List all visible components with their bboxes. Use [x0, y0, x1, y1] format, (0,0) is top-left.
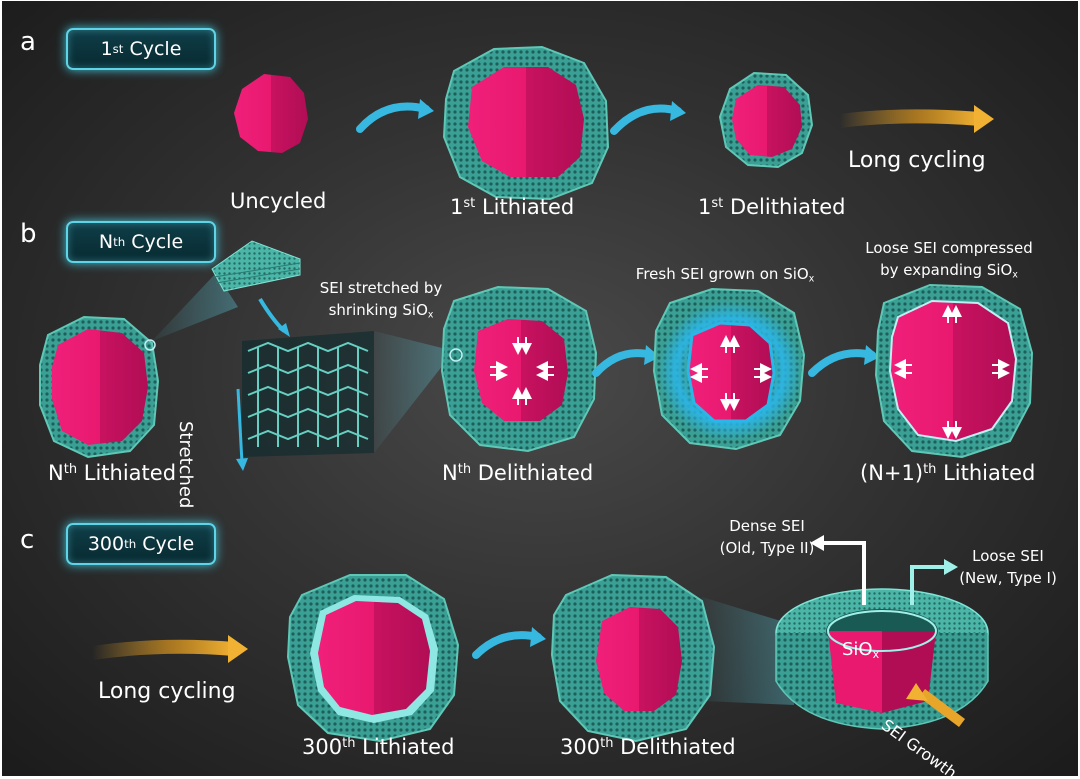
fresh-sei-subscript: x — [808, 273, 815, 285]
label-ordinal: N — [48, 461, 64, 486]
sei-stretched-line1: SEI stretched by — [319, 279, 443, 297]
cycle-word: Cycle — [142, 533, 195, 555]
loose-sei-line1: Loose SEI — [972, 547, 1044, 565]
long-cycling-arrow-c — [91, 639, 235, 660]
label-ordinal: 300 — [302, 735, 343, 760]
first-lithiated-particle — [442, 45, 610, 201]
label-word: Lithiated — [362, 735, 455, 760]
cutaway-particle — [775, 588, 989, 730]
label-long-cycling-c: Long cycling — [98, 679, 236, 704]
cycle-superscript: th — [124, 537, 137, 551]
next-lithiated-particle — [874, 283, 1034, 459]
loose-compressed-line2: by expanding SiO — [880, 261, 1013, 279]
lithiated-300-particle — [286, 574, 460, 743]
label-loose-sei: Loose SEI (New, Type I) — [948, 545, 1068, 589]
stretch-direction-arrow — [236, 388, 244, 464]
cycle-word: Cycle — [129, 38, 182, 60]
label-superscript: th — [600, 736, 614, 751]
sei-layer-slab — [211, 240, 301, 292]
label-word: Delithiated — [620, 735, 736, 760]
arrow-fresh-to-next — [808, 349, 876, 377]
sei-stretched-subscript: x — [427, 309, 434, 321]
label-sei-stretched: SEI stretched by shrinking SiOx — [306, 277, 456, 326]
label-loose-sei-compressed: Loose SEI compressed by expanding SiOx — [854, 237, 1044, 286]
loose-compressed-line1: Loose SEI compressed — [865, 239, 1033, 257]
dense-sei-line1: Dense SEI — [729, 517, 805, 535]
long-cycling-arrow-a — [839, 109, 981, 128]
label-word: Lithiated — [83, 461, 177, 486]
label-superscript: st — [463, 196, 476, 211]
cycle-superscript: st — [112, 42, 124, 56]
label-stretched: Stretched — [175, 421, 196, 509]
label-ordinal: 1 — [698, 195, 712, 220]
fresh-sei-particle — [652, 287, 806, 451]
dense-sei-pointer — [822, 541, 866, 605]
zoom-beam-upper — [152, 273, 238, 341]
label-word: Lithiated — [481, 195, 575, 220]
label-nth-lithiated: Nth Lithiated — [48, 463, 176, 484]
stretched-sei-mesh — [242, 331, 374, 457]
label-nth-delithiated: Nth Delithiated — [442, 463, 593, 484]
panel-letter-b: b — [20, 219, 37, 249]
cycle-ordinal: 300 — [87, 533, 125, 555]
cycle-ordinal: N — [98, 231, 114, 253]
label-ordinal: 300 — [560, 735, 601, 760]
label-300-lithiated: 300th Lithiated — [302, 737, 454, 758]
sei-growth-arrow — [919, 689, 965, 727]
label-superscript: th — [63, 462, 78, 477]
panel-letter-c: c — [20, 525, 35, 555]
label-fresh-sei: Fresh SEI grown on SiOx — [620, 263, 830, 290]
label-first-delithiated: 1st Delithiated — [698, 197, 845, 218]
label-first-lithiated: 1st Lithiated — [450, 197, 574, 218]
arrow-lith300-to-delith300 — [472, 631, 542, 659]
zoom-beam-lower — [374, 331, 454, 453]
label-long-cycling-a: Long cycling — [848, 148, 986, 173]
loose-compressed-subscript: x — [1012, 269, 1018, 281]
zoom-beam-c — [702, 597, 794, 705]
label-word: Delithiated — [477, 461, 594, 486]
first-delithiated-particle — [718, 71, 814, 169]
cycle-word: Cycle — [131, 231, 184, 253]
loose-sei-line2: (New, Type I) — [959, 569, 1057, 587]
dense-sei-line2: (Old, Type II) — [719, 539, 815, 557]
cycle-ordinal: 1 — [100, 38, 113, 60]
loose-sei-pointer — [910, 565, 946, 605]
core-text: SiO — [842, 639, 873, 660]
delithiated-300-particle — [550, 573, 716, 743]
sei-stretched-line2: shrinking SiO — [328, 301, 428, 319]
uncycled-particle — [234, 74, 308, 153]
label-ordinal: N — [442, 461, 458, 486]
label-superscript: th — [342, 736, 356, 751]
label-uncycled: Uncycled — [230, 189, 327, 213]
label-word: Lithiated — [943, 461, 1036, 486]
nth-delithiated-particle — [440, 285, 598, 453]
cycle-superscript: th — [113, 235, 126, 249]
arrow-uncycled-to-lithiated — [356, 102, 430, 133]
label-superscript: th — [923, 462, 937, 477]
nth-lithiated-particle — [39, 315, 160, 459]
arrow-delith-to-fresh — [592, 349, 656, 377]
label-superscript: st — [711, 196, 724, 211]
label-ordinal: 1 — [450, 195, 464, 220]
label-ordinal: (N+1) — [860, 461, 924, 486]
label-next-lithiated: (N+1)th Lithiated — [860, 463, 1035, 484]
core-subscript: x — [872, 647, 880, 661]
label-dense-sei: Dense SEI (Old, Type II) — [702, 515, 832, 559]
label-superscript: th — [457, 462, 472, 477]
arrow-slab-to-mesh — [258, 297, 286, 333]
panel-letter-a: a — [20, 27, 36, 57]
arrow-lithiated-to-delithiated — [610, 104, 682, 135]
label-word: Delithiated — [729, 195, 846, 220]
label-300-delithiated: 300th Delithiated — [560, 737, 736, 758]
label-siox-core: SiOx — [842, 641, 879, 660]
fresh-sei-text: Fresh SEI grown on SiO — [635, 265, 809, 283]
